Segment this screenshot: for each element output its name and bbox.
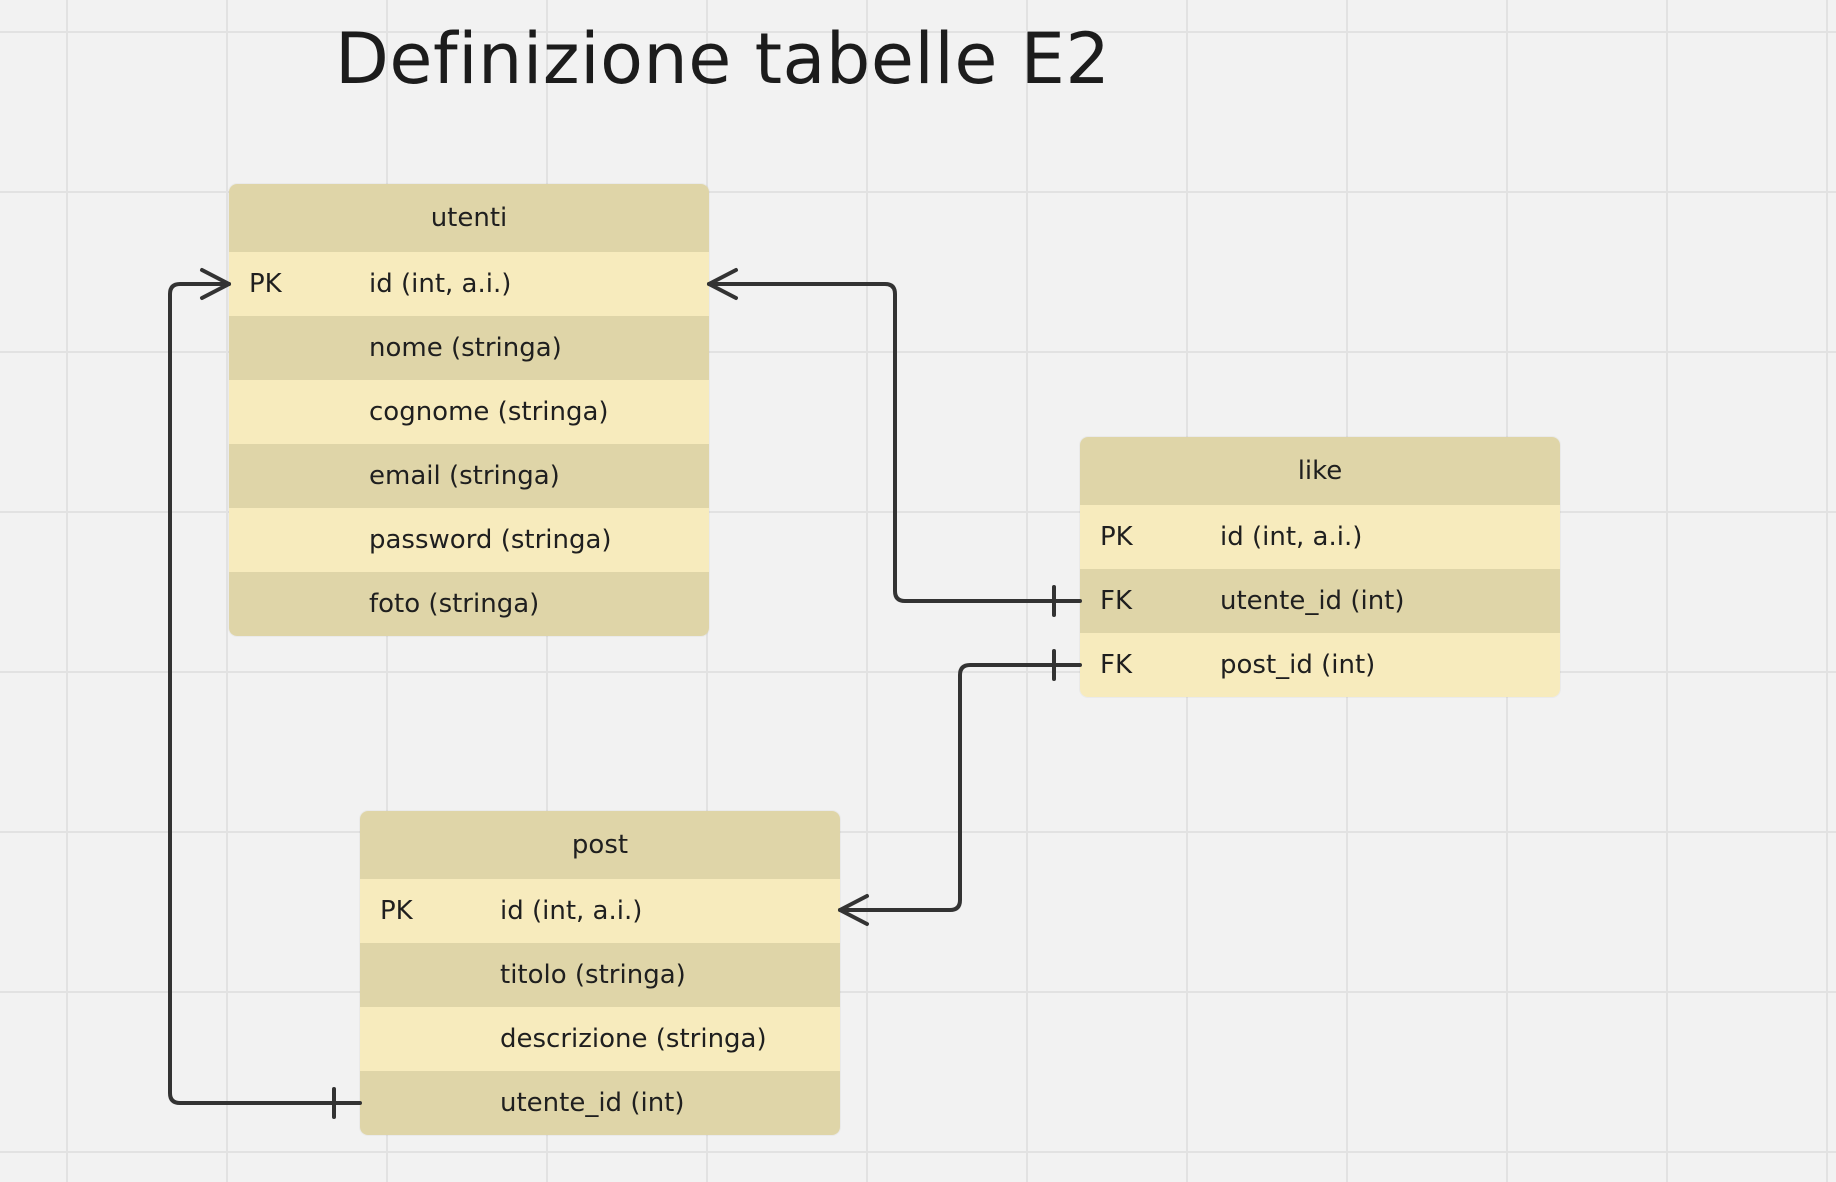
row-key: PK	[249, 269, 282, 299]
row-field: id (int, a.i.)	[1220, 522, 1363, 552]
row-field: cognome (stringa)	[369, 397, 609, 427]
table-row[interactable]: email (stringa)	[229, 444, 709, 508]
table-row[interactable]: titolo (stringa)	[360, 943, 840, 1007]
diagram-title: Definizione tabelle E2	[335, 18, 1111, 100]
row-field: id (int, a.i.)	[369, 269, 512, 299]
table-utenti-header[interactable]: utenti	[229, 184, 709, 252]
table-row[interactable]: PK id (int, a.i.)	[229, 252, 709, 316]
row-field: post_id (int)	[1220, 650, 1376, 680]
crow-foot-icon	[707, 268, 738, 300]
table-row[interactable]: PK id (int, a.i.)	[1080, 505, 1560, 569]
row-key: PK	[380, 896, 413, 926]
row-field: descrizione (stringa)	[500, 1024, 767, 1054]
table-row[interactable]: foto (stringa)	[229, 572, 709, 636]
crow-foot-icon	[838, 894, 869, 926]
row-field: utente_id (int)	[1220, 586, 1405, 616]
row-key: PK	[1100, 522, 1133, 552]
row-field: utente_id (int)	[500, 1088, 685, 1118]
row-field: foto (stringa)	[369, 589, 540, 619]
row-field: id (int, a.i.)	[500, 896, 643, 926]
table-row[interactable]: descrizione (stringa)	[360, 1007, 840, 1071]
row-field: nome (stringa)	[369, 333, 562, 363]
table-post-header[interactable]: post	[360, 811, 840, 879]
table-utenti[interactable]: utenti PK id (int, a.i.) nome (stringa) …	[229, 184, 709, 636]
connector-utenti-like	[707, 282, 1082, 603]
table-post[interactable]: post PK id (int, a.i.) titolo (stringa) …	[360, 811, 840, 1135]
row-key: FK	[1100, 586, 1133, 616]
row-field: email (stringa)	[369, 461, 560, 491]
table-row[interactable]: utente_id (int)	[360, 1071, 840, 1135]
crow-foot-icon	[200, 268, 231, 300]
row-field: titolo (stringa)	[500, 960, 686, 990]
table-row[interactable]: nome (stringa)	[229, 316, 709, 380]
table-row[interactable]: FK post_id (int)	[1080, 633, 1560, 697]
connector-post-like	[838, 663, 1082, 912]
table-row[interactable]: PK id (int, a.i.)	[360, 879, 840, 943]
table-row[interactable]: FK utente_id (int)	[1080, 569, 1560, 633]
row-key: FK	[1100, 650, 1133, 680]
row-field: password (stringa)	[369, 525, 612, 555]
table-like[interactable]: like PK id (int, a.i.) FK utente_id (int…	[1080, 437, 1560, 697]
table-like-header[interactable]: like	[1080, 437, 1560, 505]
table-row[interactable]: cognome (stringa)	[229, 380, 709, 444]
table-row[interactable]: password (stringa)	[229, 508, 709, 572]
